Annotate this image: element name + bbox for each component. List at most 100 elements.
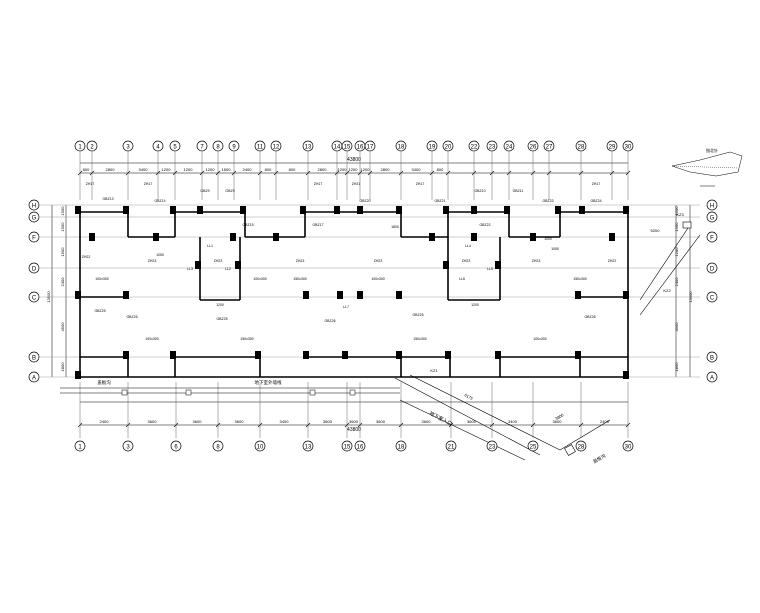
- member-label: ZH23: [214, 259, 223, 263]
- member-label: ZH17: [86, 182, 95, 186]
- axis-bubble-label: 19: [429, 145, 436, 151]
- dimension-value: 1500: [222, 167, 232, 172]
- axis-bubble-label: 21: [448, 445, 455, 451]
- axis-bubble: [28, 371, 40, 383]
- member-label: ZH22: [608, 259, 617, 263]
- axis-bubble-label: 17: [367, 145, 374, 151]
- member-label: 100x300: [253, 277, 266, 281]
- axis-bubble: [606, 140, 618, 152]
- axis-bubble-label: G: [710, 216, 715, 222]
- member-label: LL1: [207, 244, 213, 248]
- column-block: [337, 291, 343, 299]
- axis-bubble-label: 10: [257, 445, 264, 451]
- member-label: GBZ17: [312, 223, 323, 227]
- axis-bubble: [28, 351, 40, 363]
- axis-bubble: [169, 140, 181, 152]
- member-label: ZH22: [82, 255, 91, 259]
- column-block: [334, 206, 340, 214]
- axis-bubble-label: 12: [273, 145, 280, 151]
- axis-bubble: [486, 140, 498, 152]
- column-block: [396, 291, 402, 299]
- dimension-value: 1200: [162, 167, 172, 172]
- axis-bubble-label: 20: [445, 145, 452, 151]
- column-block: [504, 206, 510, 214]
- column-block: [195, 261, 201, 269]
- column-block: [357, 206, 363, 214]
- dimension-value: 3400: [280, 419, 290, 424]
- kz-label: KZ3: [676, 212, 684, 217]
- axis-bubble-label: C: [32, 296, 37, 302]
- axis-bubble: [212, 440, 224, 452]
- column-block: [230, 233, 236, 241]
- member-label: GBZ26: [324, 319, 335, 323]
- axis-bubble: [122, 440, 134, 452]
- axis-bubble: [622, 440, 634, 452]
- axis-bubble: [212, 140, 224, 152]
- axis-bubble-label: 3: [126, 145, 130, 151]
- axis-bubble-label: D: [710, 267, 715, 273]
- dimension-value: 1500: [60, 247, 65, 257]
- member-label: LL4: [465, 244, 471, 248]
- column-block: [170, 351, 176, 359]
- column-block: [495, 351, 501, 359]
- column-block: [443, 261, 449, 269]
- member-label: 150x300: [413, 337, 426, 341]
- axis-bubble: [468, 140, 480, 152]
- axis-bubble: [706, 199, 718, 211]
- ramp-box: [682, 221, 692, 229]
- axis-bubble: [706, 262, 718, 274]
- column-block: [75, 291, 81, 299]
- axis-bubble: [74, 140, 86, 152]
- axis-bubble-label: F: [710, 236, 714, 242]
- dimension-value: 800: [83, 167, 90, 172]
- column-block: [609, 233, 615, 241]
- member-label: GBZ14: [154, 199, 165, 203]
- dimension-value: 3600: [422, 419, 432, 424]
- member-label: GBZ25: [216, 317, 227, 321]
- column-block: [623, 291, 629, 299]
- axis-bubble: [152, 140, 164, 152]
- axis-bubble: [426, 140, 438, 152]
- axis-bubble-label: 8: [216, 145, 220, 151]
- column-block: [357, 291, 363, 299]
- column-block: [575, 351, 581, 359]
- axis-bubble: [170, 440, 182, 452]
- axis-bubble-label: 5: [173, 145, 177, 151]
- axis-bubble: [622, 140, 634, 152]
- column-block: [443, 206, 449, 214]
- column-block: [471, 206, 477, 214]
- member-label: GBZ13: [102, 197, 113, 201]
- axis-bubble-label: D: [32, 267, 37, 273]
- column-block: [396, 351, 402, 359]
- axis-bubble: [254, 440, 266, 452]
- dimension-value: 1200: [349, 167, 359, 172]
- axis-bubble-label: 4: [156, 145, 160, 151]
- column-block: [530, 233, 536, 241]
- dimension-value: 2400: [243, 167, 253, 172]
- dimension-value: 2400: [600, 419, 610, 424]
- column-markers: [75, 206, 629, 379]
- axis-bubble-label: 11: [257, 145, 264, 151]
- small-box: [185, 389, 192, 396]
- axis-bubble: [302, 140, 314, 152]
- dimension-value: 3400: [508, 419, 518, 424]
- member-label: 1800: [391, 225, 399, 229]
- ramp-dimension: 6175: [464, 392, 475, 401]
- column-block: [123, 351, 129, 359]
- column-block: [123, 291, 129, 299]
- member-label: GBZ25: [94, 309, 105, 313]
- dimension-value: 13500: [46, 291, 51, 303]
- axis-bubble: [354, 440, 366, 452]
- ramp-edge: [639, 224, 691, 301]
- column-block: [300, 206, 306, 214]
- small-box: [349, 389, 356, 396]
- dimension-value: 1500: [60, 206, 65, 216]
- member-label: GBZ11: [513, 189, 524, 193]
- kz-label: KZ1: [430, 368, 438, 373]
- axis-bubble-label: H: [710, 204, 714, 210]
- axis-bubble: [527, 440, 539, 452]
- axis-bubble: [395, 440, 407, 452]
- axis-bubble-label: B: [32, 356, 36, 362]
- dimension-value: 3400: [412, 167, 422, 172]
